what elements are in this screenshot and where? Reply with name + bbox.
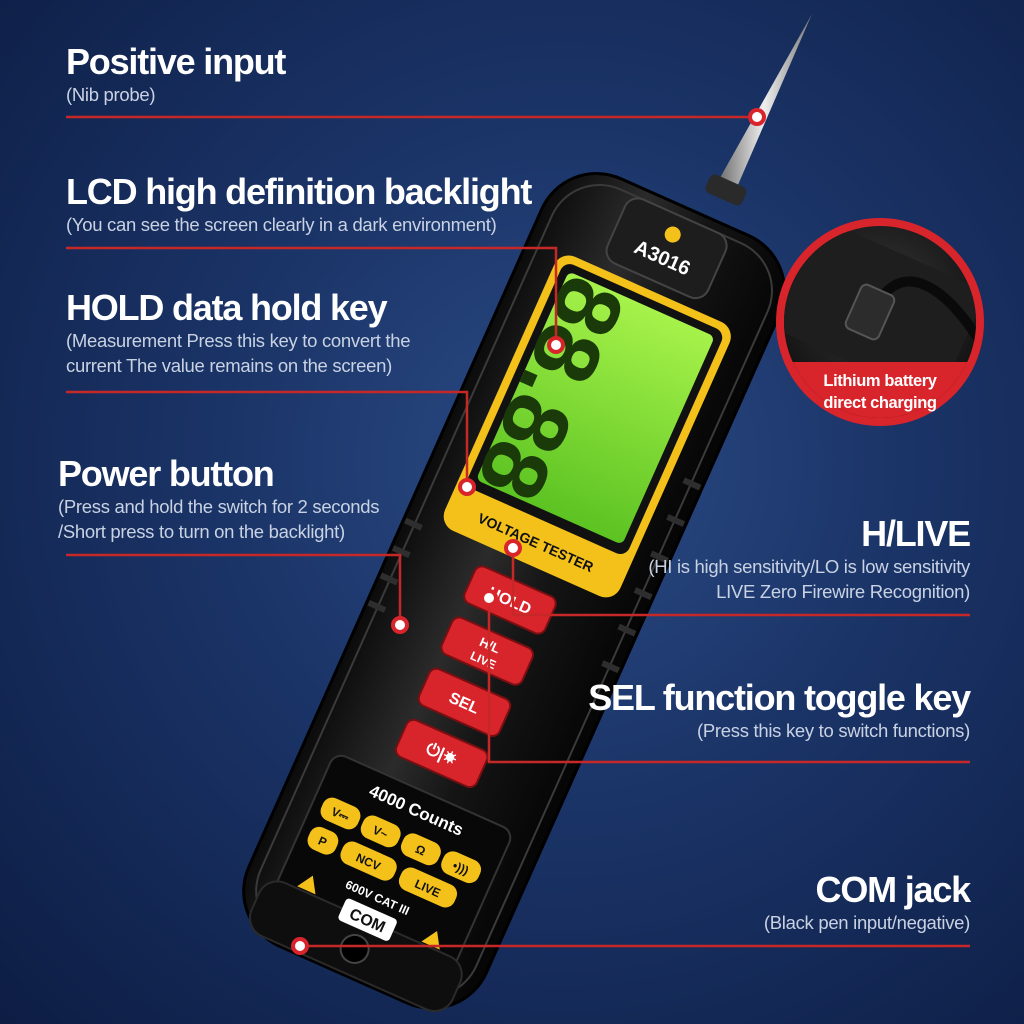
mode-dcv: V⎓ [329,804,351,824]
charging-badge [776,218,984,426]
callout-desc: (Black pen input/negative) [763,912,970,933]
callout-dots [291,108,766,955]
callout-desc-line1: (Press and hold the switch for 2 seconds [58,496,380,517]
callout-title: Power button [58,453,275,494]
badge-line2: direct charging [823,394,937,412]
callout-sel-key: SEL function toggle key (Press this key … [588,677,971,743]
callout-desc-line2: current The value remains on the screen) [66,355,392,376]
callout-title: LCD high definition backlight [66,171,532,212]
callout-power-button: Power button (Press and hold the switch … [58,454,379,544]
callout-desc-line2: LIVE Zero Firewire Recognition) [716,581,970,602]
callout-title: Positive input [66,41,286,82]
callout-lcd-backlight: LCD high definition backlight (You can s… [66,171,532,237]
callout-title: COM jack [815,869,972,910]
callout-positive-input: Positive input (Nib probe) [66,41,286,107]
callout-desc: (Nib probe) [66,84,156,105]
callout-title: SEL function toggle key [588,677,971,718]
callout-desc-line1: (HI is high sensitivity/LO is low sensit… [648,556,970,577]
callout-title: HOLD data hold key [66,287,388,328]
callout-hlive: H/LIVE (HI is high sensitivity/LO is low… [648,513,971,604]
callout-desc: (You can see the screen clearly in a dar… [66,214,497,235]
nib-probe [705,14,812,206]
callout-desc-line2: /Short press to turn on the backlight) [58,521,345,542]
badge-line1: Lithium battery [823,372,937,390]
callout-hold-key: HOLD data hold key (Measurement Press th… [66,288,410,378]
charging-badge-text: Lithium battery direct charging [800,370,960,414]
callout-com-jack: COM jack (Black pen input/negative) [763,869,972,935]
mode-continuity: •))) [450,858,470,877]
leader-lines [66,115,970,948]
callout-title: H/LIVE [861,513,971,554]
callout-desc: (Press this key to switch functions) [697,720,970,741]
mode-acv: V~ [371,823,390,842]
callout-desc-line1: (Measurement Press this key to convert t… [66,330,411,351]
